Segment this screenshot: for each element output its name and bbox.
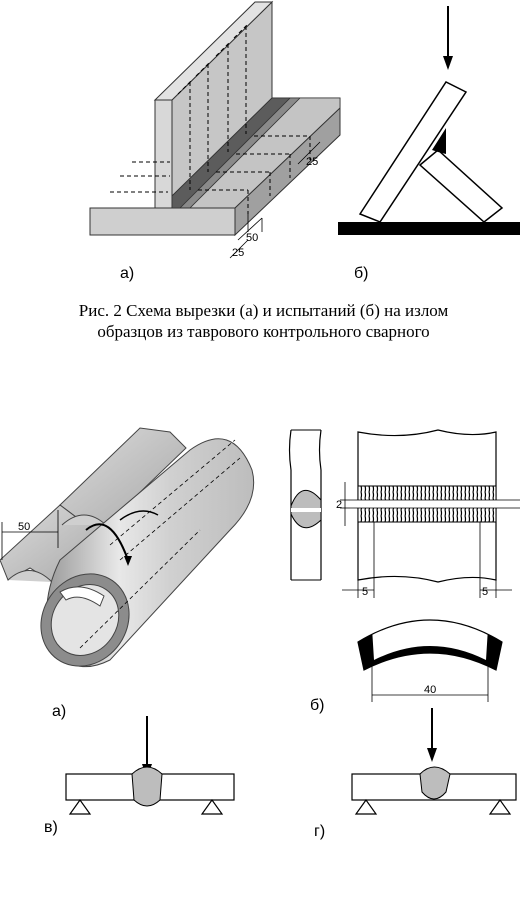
fracture-test-setup bbox=[338, 6, 520, 235]
dim-pipe-50: 50 bbox=[18, 521, 30, 533]
fig2-label-g: г) bbox=[314, 823, 325, 840]
dim-tjoint-50: 50 bbox=[246, 232, 258, 244]
dim-gap-2: 2 bbox=[336, 499, 342, 511]
bend-test-v bbox=[65, 716, 235, 815]
figure-caption-line1: Рис. 2 Схема вырезки (а) и испытаний (б)… bbox=[78, 301, 449, 320]
dim-tjoint-bottom-25: 25 bbox=[232, 247, 244, 259]
pipe-specimen bbox=[0, 427, 255, 668]
fig1-label-a: а) bbox=[120, 265, 134, 282]
fig2-label-b: б) bbox=[310, 697, 325, 714]
dim-tjoint-top-25: 25 bbox=[306, 156, 318, 168]
bend-test-g bbox=[351, 708, 517, 815]
fig2-label-a: а) bbox=[52, 703, 66, 720]
fig1-label-b: б) bbox=[354, 265, 369, 282]
dim-edge-right-5: 5 bbox=[482, 586, 488, 598]
tjoint-specimen bbox=[89, 0, 341, 259]
dim-bend-40: 40 bbox=[424, 684, 436, 696]
fig2-label-v: в) bbox=[44, 819, 58, 836]
dim-edge-left-5: 5 bbox=[362, 586, 368, 598]
figure-caption-line2: образцов из таврового контрольного сварн… bbox=[97, 322, 430, 341]
butt-weld-specimen bbox=[288, 429, 520, 702]
